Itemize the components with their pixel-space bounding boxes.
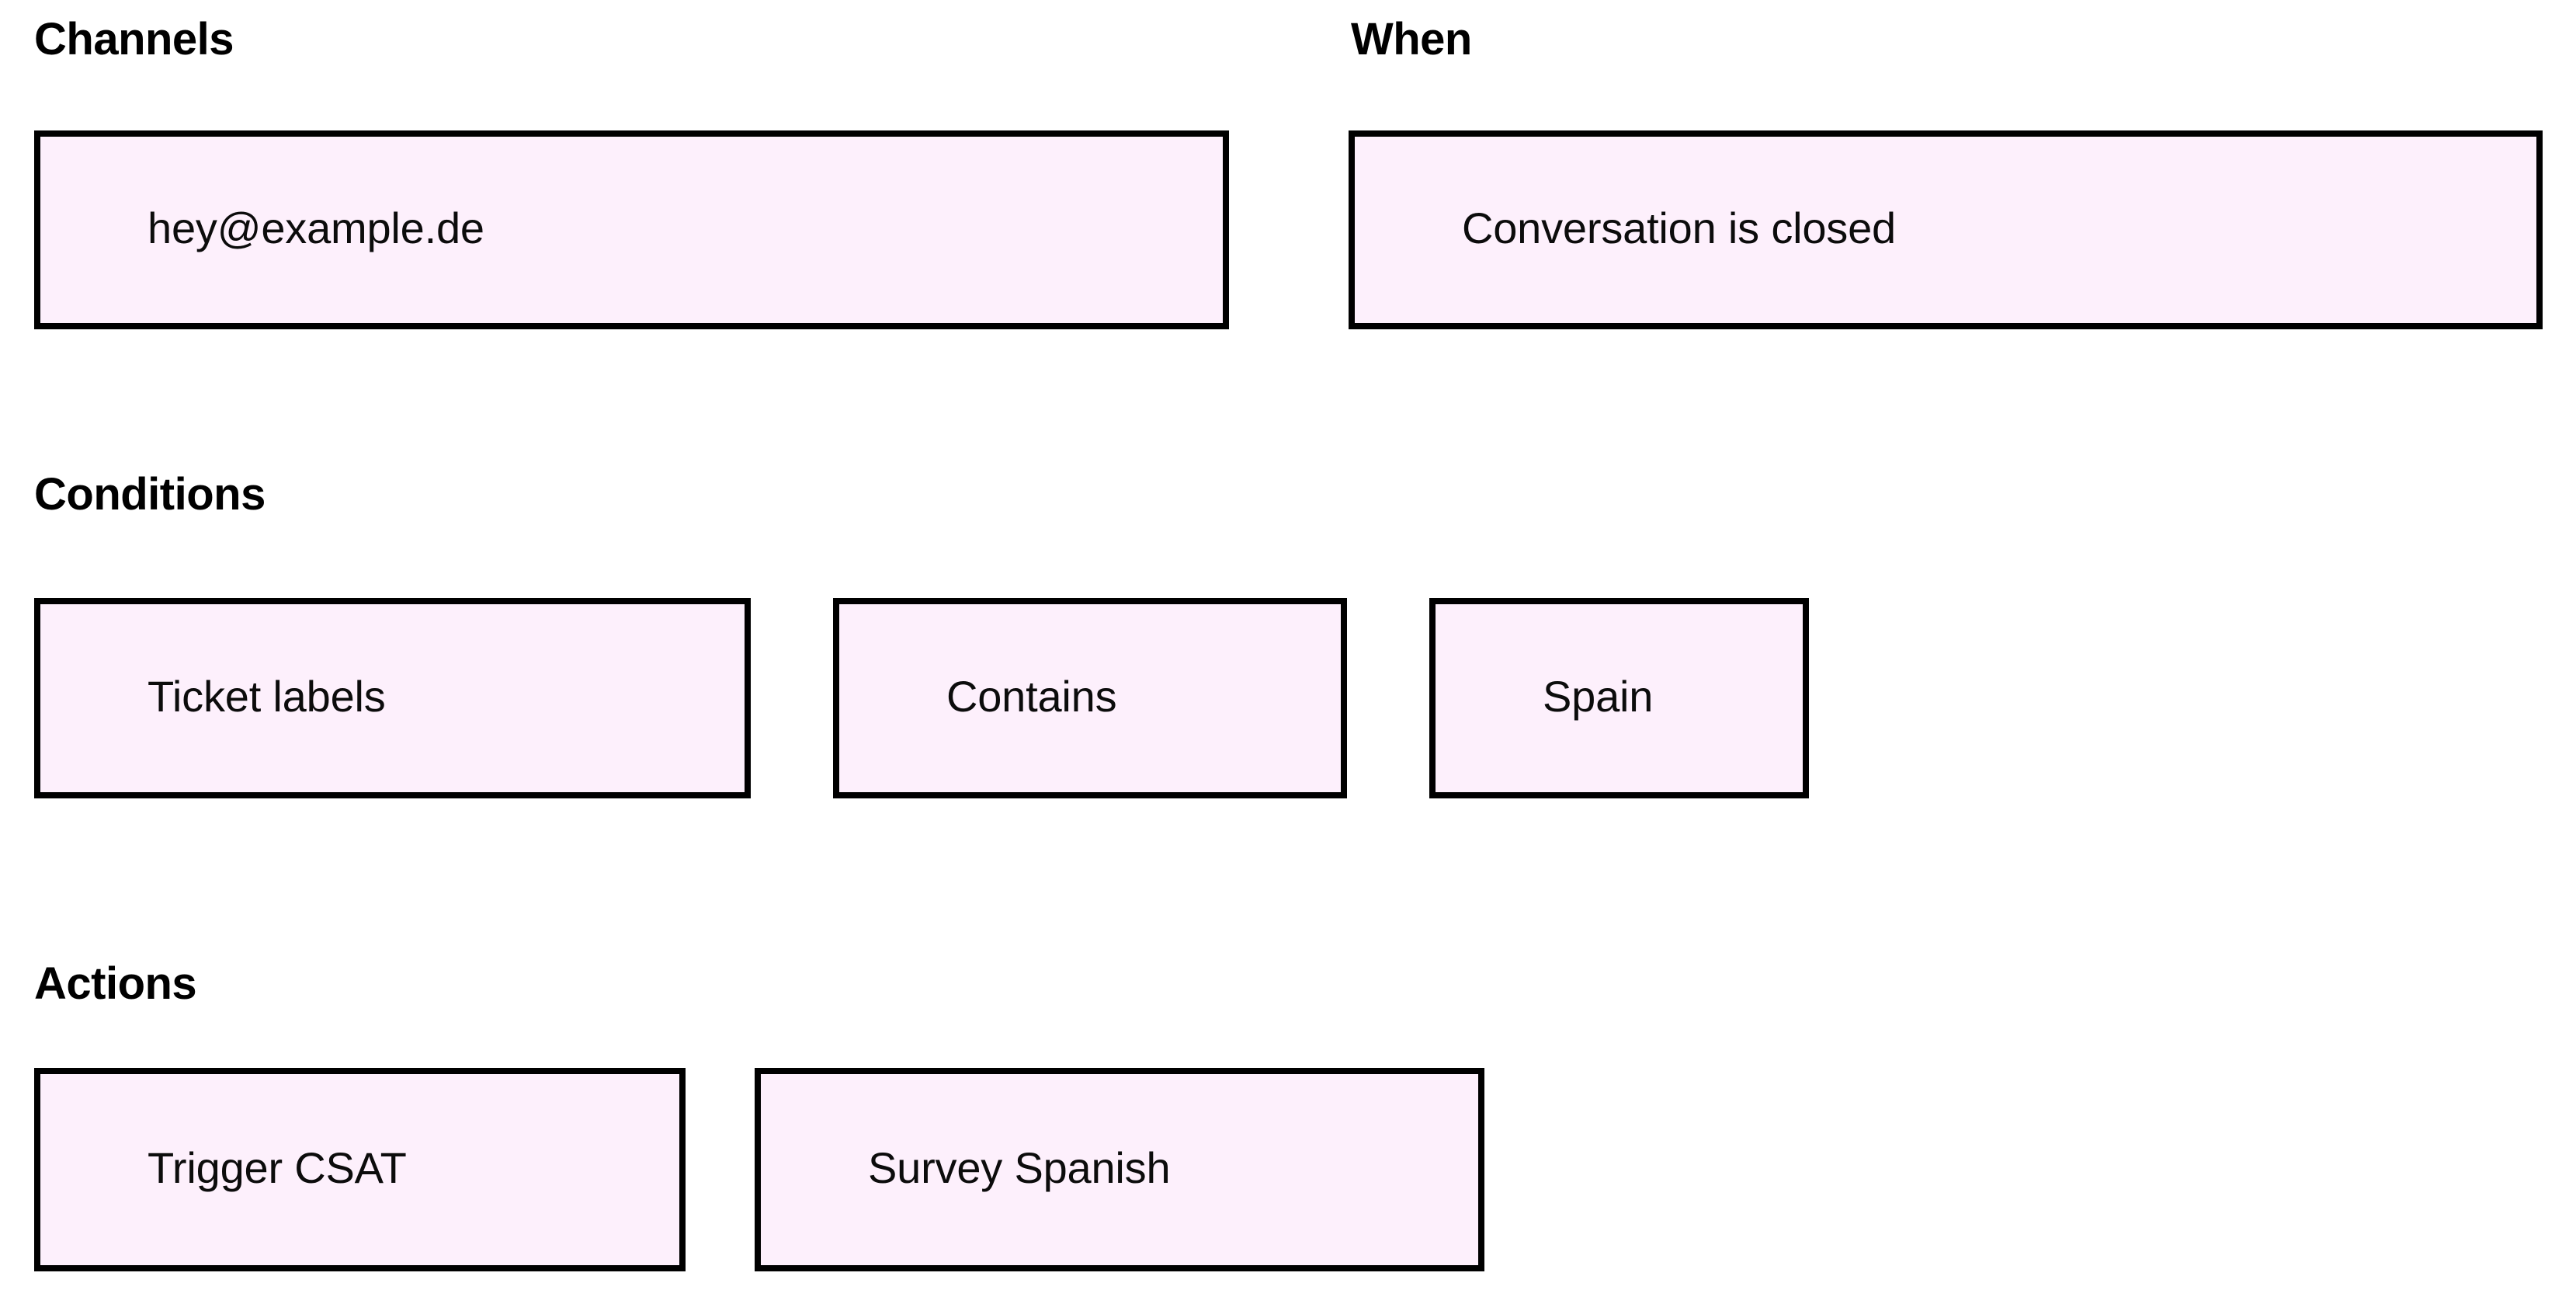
condition-chip-field[interactable]: Ticket labels	[34, 598, 751, 798]
section-heading-when: When	[1351, 14, 1472, 64]
condition-chip-field-label: Ticket labels	[148, 672, 386, 721]
when-chip-conversation-closed[interactable]: Conversation is closed	[1349, 130, 2543, 329]
section-heading-channels: Channels	[34, 14, 234, 64]
action-chip-survey-spanish-label: Survey Spanish	[868, 1143, 1171, 1192]
action-chip-survey-spanish[interactable]: Survey Spanish	[755, 1068, 1484, 1271]
condition-chip-operator[interactable]: Contains	[833, 598, 1347, 798]
section-heading-actions: Actions	[34, 958, 197, 1009]
condition-chip-value-label: Spain	[1543, 672, 1654, 721]
channel-chip-email-label: hey@example.de	[148, 203, 484, 252]
action-chip-trigger-csat[interactable]: Trigger CSAT	[34, 1068, 686, 1271]
condition-chip-operator-label: Contains	[946, 672, 1117, 721]
condition-chip-value[interactable]: Spain	[1429, 598, 1809, 798]
when-chip-conversation-closed-label: Conversation is closed	[1462, 203, 1896, 252]
action-chip-trigger-csat-label: Trigger CSAT	[148, 1143, 407, 1192]
section-heading-conditions: Conditions	[34, 469, 266, 520]
channel-chip-email[interactable]: hey@example.de	[34, 130, 1229, 329]
